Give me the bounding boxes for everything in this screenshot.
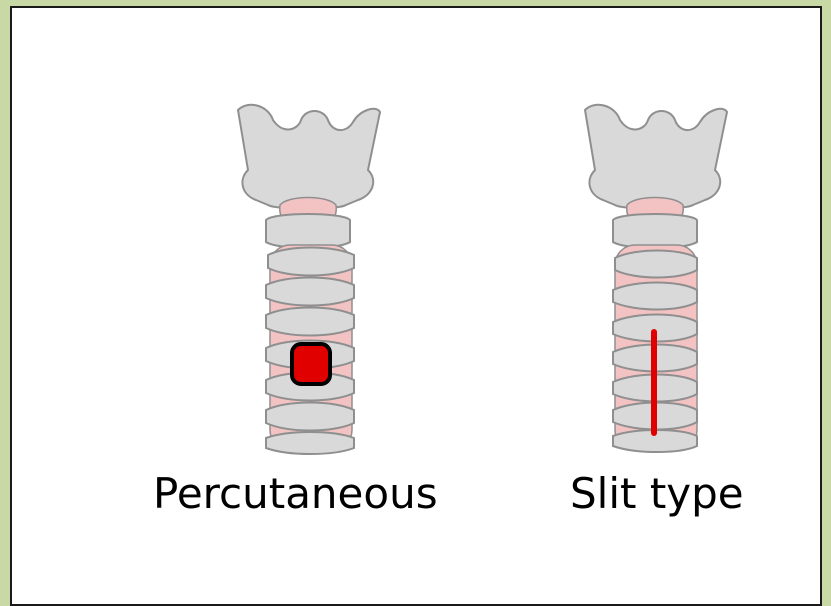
tracheal-ring xyxy=(615,251,697,278)
tracheal-ring xyxy=(266,432,354,454)
thyroid-cartilage xyxy=(238,105,380,209)
cricoid-cartilage xyxy=(266,214,350,248)
tracheal-ring xyxy=(266,278,354,306)
tracheal-ring xyxy=(266,403,354,431)
tracheal-ring xyxy=(268,248,354,276)
tracheal-ring xyxy=(266,308,354,336)
tracheal-ring xyxy=(613,283,697,310)
caption-percutaneous: Percutaneous xyxy=(153,473,438,515)
caption-slit-type: Slit type xyxy=(570,473,744,515)
trachea-slit-type xyxy=(575,100,735,460)
cricoid-cartilage xyxy=(613,214,697,248)
trachea-percutaneous xyxy=(228,100,388,460)
percutaneous-stoma-marker xyxy=(292,344,330,384)
thyroid-cartilage xyxy=(585,105,727,209)
